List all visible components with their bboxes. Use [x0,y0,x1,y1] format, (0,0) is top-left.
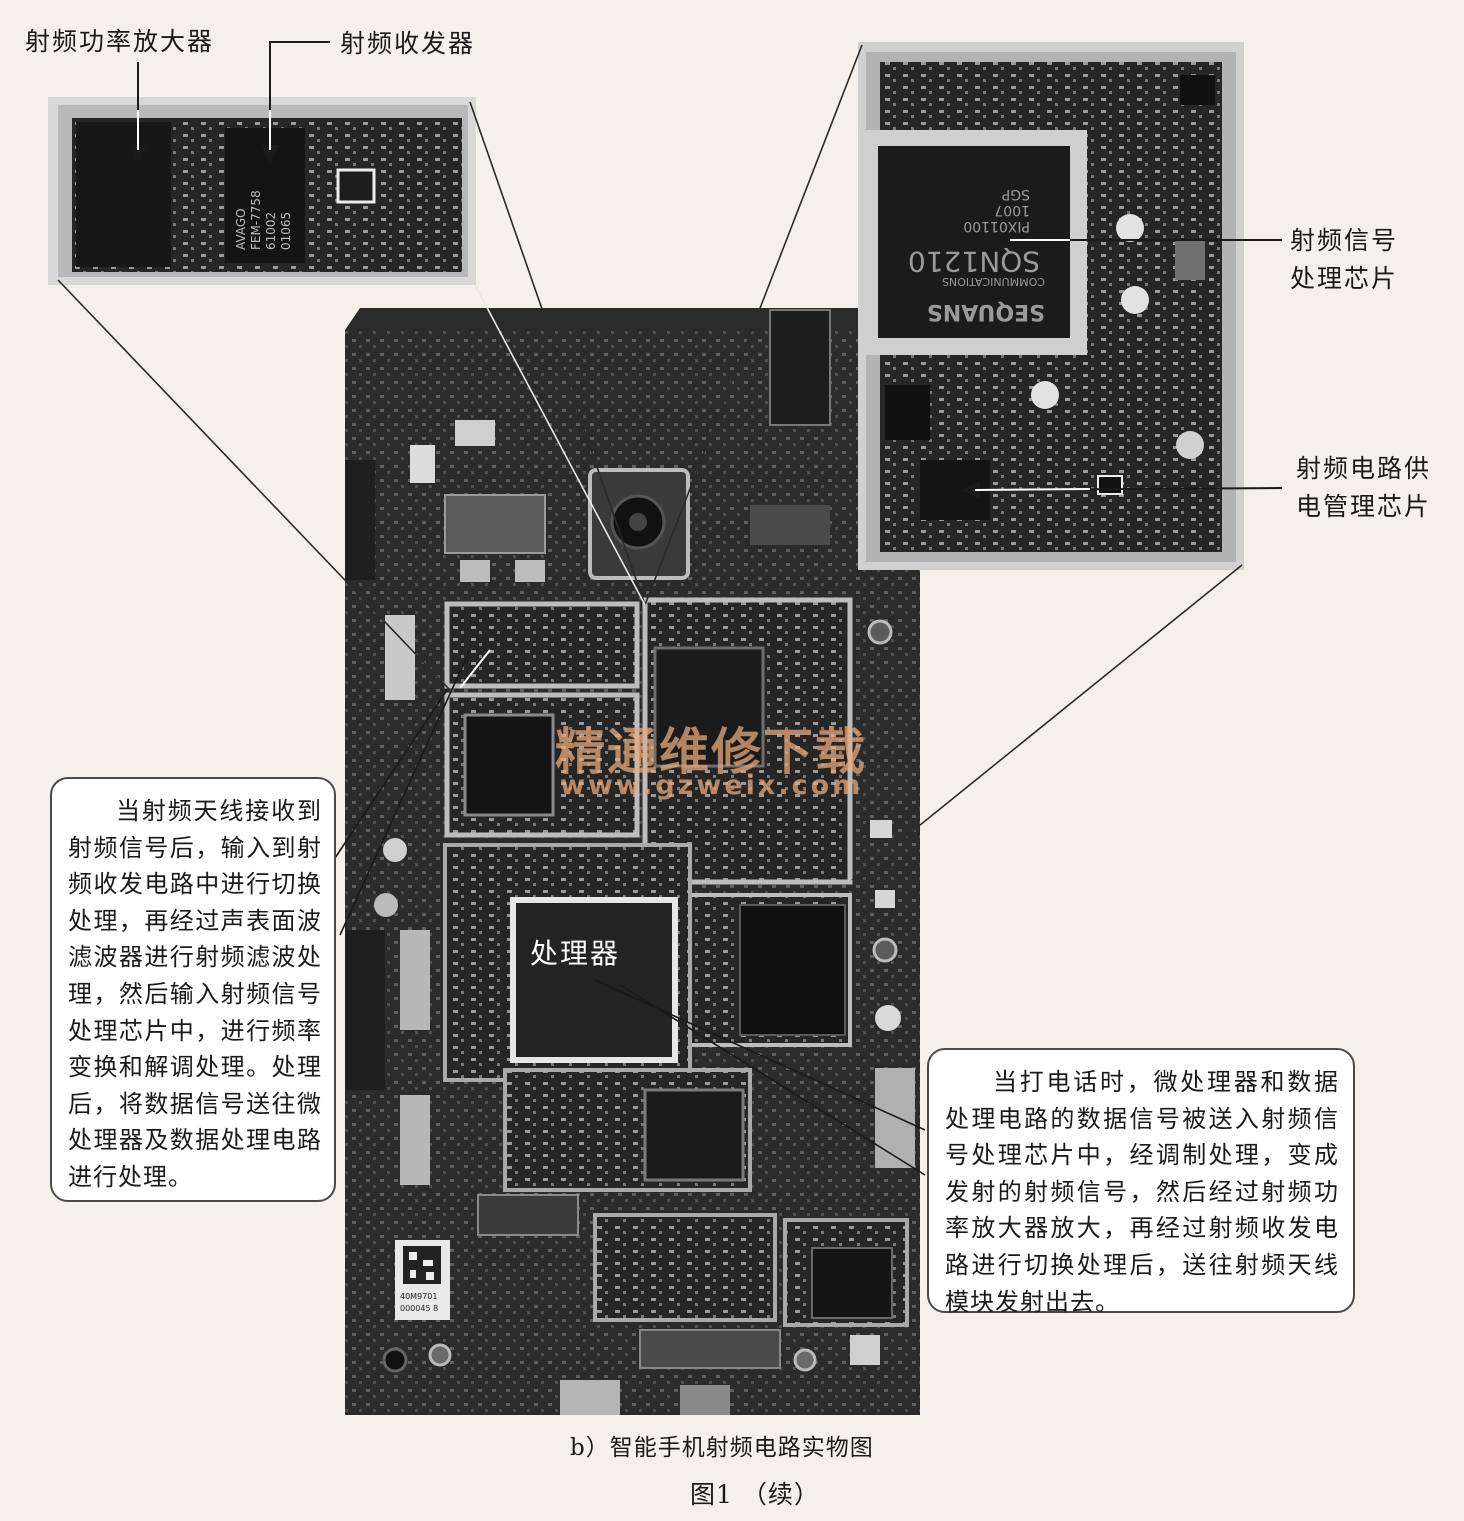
sequans-mark-6: SGP [1002,186,1030,202]
connector-lines [57,44,1243,881]
inset-rf-frontend: AVAGO FEM-7758 61002 01065 [48,97,476,285]
shield-rf-transceiver [444,601,640,689]
callout-transmit-path-text: 当打电话时，微处理器和数据处理电路的数据信号被送入射频信号处理芯片中，经调制处理… [945,1068,1339,1316]
fem-mark-1: AVAGO [234,208,248,250]
figure-caption: 图1 （续） [690,1480,820,1509]
barcode-text-2: 000045 8 [400,1304,438,1313]
sequans-mark-2: COMMUNICATIONS [942,275,1045,288]
watermark-url: www.gzweix.com [560,770,864,801]
label-rf-power-mgmt-chip-text: 射频电路供 电管理芯片 [1296,454,1432,521]
fem-mark-4: 01065 [279,212,293,250]
label-rf-transceiver: 射频收发器 [340,29,476,58]
callout-receive-path-text: 当射频天线接收到射频信号后，输入到射频收发电路中进行切换处理，再经过声表面波滤波… [68,797,322,1191]
label-processor: 处理器 [530,937,621,970]
fem-mark-2: FEM-7758 [249,190,263,250]
label-rf-power-amplifier: 射频功率放大器 [25,27,215,56]
label-rf-power-mgmt-chip: 射频电路供 电管理芯片 [1296,450,1431,526]
callout-leaders [334,649,926,1176]
processor-chip [510,897,678,1063]
watermark-title: 精通维修下载 [555,723,867,781]
sequans-mark-1: SEQUANS [927,299,1045,324]
subfigure-caption: b）智能手机射频电路实物图 [570,1435,874,1461]
barcode-text-1: 40M9701 [400,1292,437,1301]
callout-transmit-path: 当打电话时，微处理器和数据处理电路的数据信号被送入射频信号处理芯片中，经调制处理… [927,1048,1355,1316]
label-rf-signal-chip: 射频信号 处理芯片 [1290,222,1398,298]
label-arrows-white [137,110,1091,689]
label-rf-signal-chip-text: 射频信号 处理芯片 [1290,226,1399,293]
fem-mark-3: 61002 [264,212,278,250]
sequans-mark-5: 1007 [994,202,1030,218]
connector-lines-light [474,284,646,606]
inset-rf-signal-board: SEQUANS COMMUNICATIONS SQN1210 PIX01100 … [858,42,1244,570]
callout-receive-path: 当射频天线接收到射频信号后，输入到射频收发电路中进行切换处理，再经过声表面波滤波… [50,777,336,1202]
sequans-mark-4: PIX01100 [963,218,1030,234]
sequans-mark-3: SQN1210 [908,245,1040,278]
